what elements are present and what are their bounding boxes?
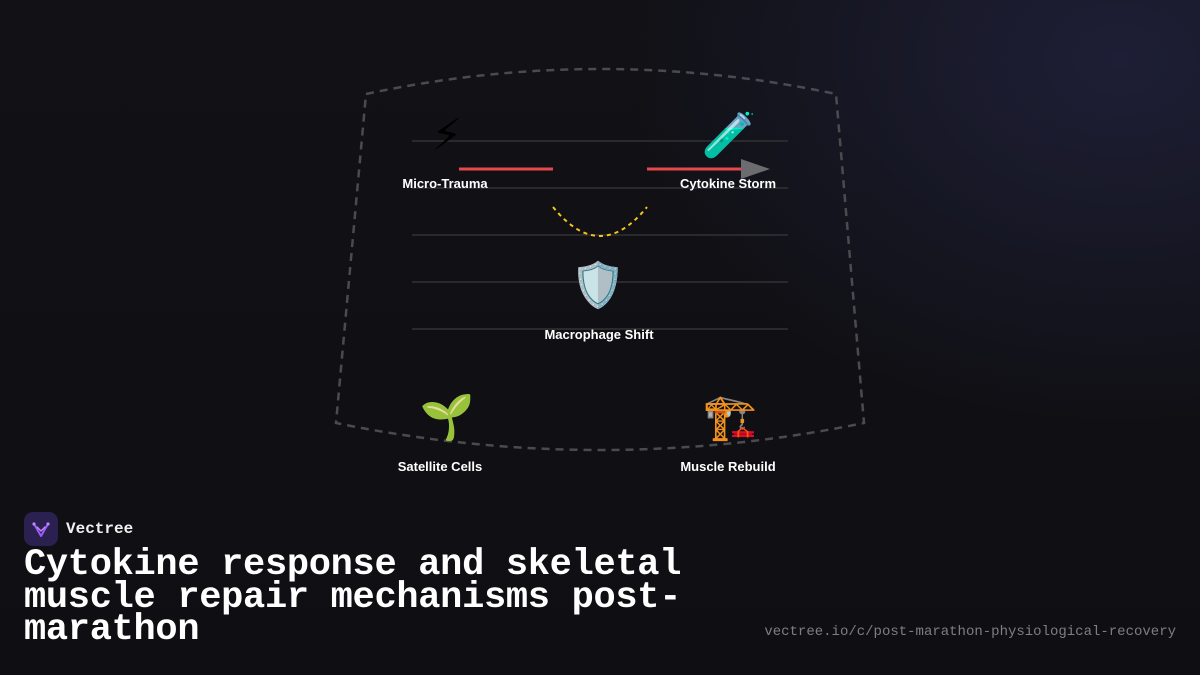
node-label-muscle-rebuild: Muscle Rebuild — [680, 459, 776, 474]
node-label-micro-trauma: Micro-Trauma — [402, 176, 488, 191]
shield-icon: 🛡️ — [570, 261, 626, 310]
page-title: Cytokine response and skeletal muscle re… — [24, 544, 682, 651]
lightning-icon: ⚡ — [431, 111, 463, 160]
node-label-macrophage-shift: Macrophage Shift — [544, 327, 654, 342]
arrow-head — [741, 159, 770, 179]
node-label-satellite-cells: Satellite Cells — [397, 459, 483, 474]
test-tube-icon: 🧪 — [701, 111, 757, 160]
source-url: vectree.io/c/post-marathon-physiological… — [764, 624, 1176, 640]
vectree-logo-icon — [24, 512, 58, 546]
muscle-outline — [334, 67, 866, 452]
crane-icon: 🏗️ — [702, 393, 758, 442]
connector-macrophage-curve — [552, 206, 648, 237]
node-label-cytokine-storm: Cytokine Storm — [679, 176, 777, 191]
brand: Vectree — [24, 512, 133, 546]
seedling-icon: 🌱 — [419, 393, 475, 442]
brand-name: Vectree — [66, 520, 134, 538]
